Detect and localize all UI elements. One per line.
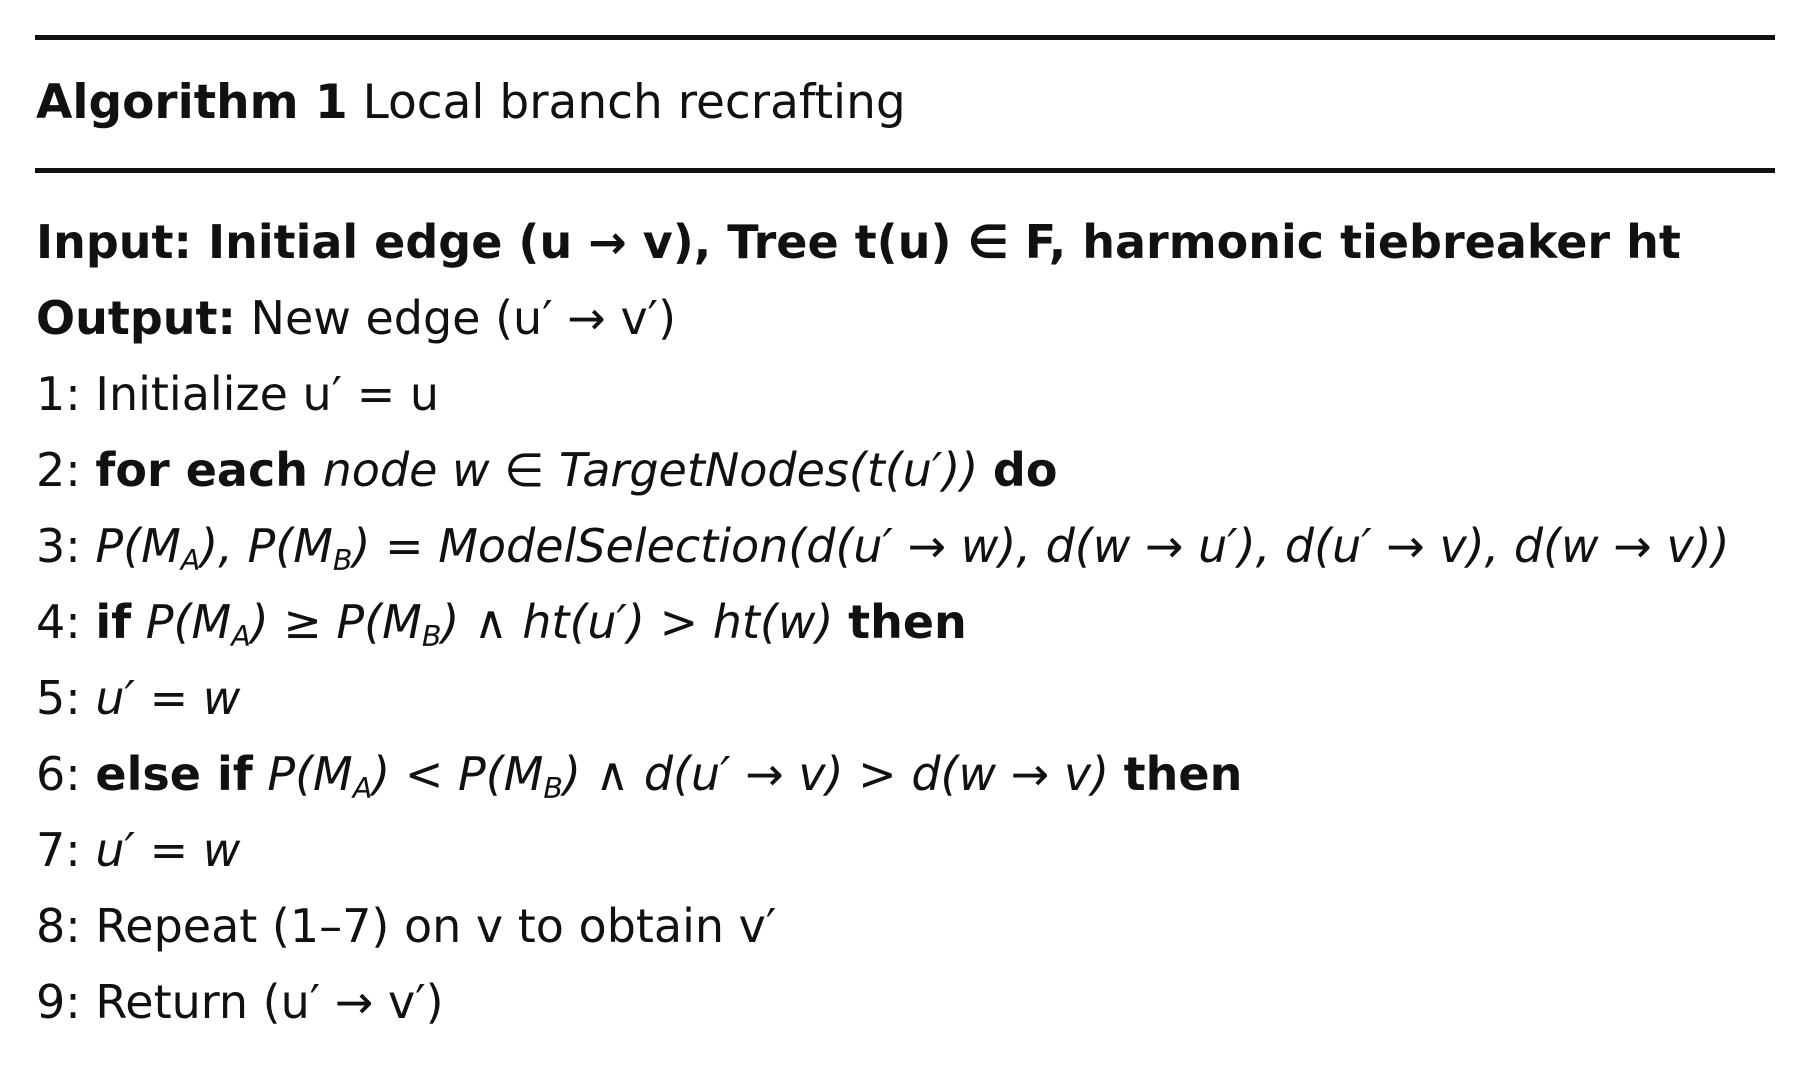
- keyword-then: then: [1123, 747, 1243, 801]
- step-6: 6: else if P(MA) < P(MB) ∧ d(u′ → v) > d…: [36, 746, 1242, 817]
- input-text: Initial edge (u → v), Tree t(u) ∈ F, har…: [207, 215, 1681, 269]
- algorithm-label: Algorithm 1: [36, 75, 348, 130]
- top-rule: [35, 35, 1775, 40]
- step-number: 9:: [36, 975, 81, 1029]
- step-1: 1: Initialize u′ = u: [36, 366, 439, 422]
- keyword-do: do: [992, 443, 1058, 497]
- step-number: 3:: [36, 519, 81, 573]
- step-text: node w ∈ TargetNodes(t(u′)): [322, 443, 979, 497]
- keyword-else-if: else if: [95, 747, 253, 801]
- step-text: Initialize u′ = u: [95, 367, 440, 421]
- step-number: 5:: [36, 671, 81, 725]
- step-number: 7:: [36, 823, 81, 877]
- step-4: 4: if P(MA) ≥ P(MB) ∧ ht(u′) > ht(w) the…: [36, 594, 967, 665]
- step-text: P(MA), P(MB) = ModelSelection(d(u′ → w),…: [95, 519, 1730, 577]
- output-label: Output:: [36, 291, 236, 345]
- step-3: 3: P(MA), P(MB) = ModelSelection(d(u′ → …: [36, 518, 1730, 589]
- step-number: 8:: [36, 899, 81, 953]
- keyword-then: then: [848, 595, 967, 649]
- algorithm-name: Local branch recrafting: [362, 75, 906, 130]
- step-2: 2: for each node w ∈ TargetNodes(t(u′)) …: [36, 442, 1057, 498]
- input-line: Input: Initial edge (u → v), Tree t(u) ∈…: [36, 214, 1681, 270]
- step-5: 5: u′ = w: [36, 670, 240, 726]
- step-text: Repeat (1–7) on v to obtain v′: [95, 899, 777, 953]
- step-number: 1:: [36, 367, 81, 421]
- keyword-if: if: [95, 595, 132, 649]
- step-text: u′ = w: [95, 671, 241, 725]
- step-8: 8: Repeat (1–7) on v to obtain v′: [36, 898, 776, 954]
- step-number: 2:: [36, 443, 81, 497]
- step-text: Return (u′ → v′): [95, 975, 444, 1029]
- step-number: 6:: [36, 747, 81, 801]
- algorithm-title: Algorithm 1 Local branch recrafting: [36, 73, 906, 133]
- step-7: 7: u′ = w: [36, 822, 240, 878]
- step-text: P(MA) < P(MB) ∧ d(u′ → v) > d(w → v): [267, 747, 1110, 805]
- output-line: Output: New edge (u′ → v′): [36, 290, 676, 346]
- step-text: u′ = w: [95, 823, 241, 877]
- step-number: 4:: [36, 595, 81, 649]
- output-text: New edge (u′ → v′): [250, 291, 677, 345]
- step-text: P(MA) ≥ P(MB) ∧ ht(u′) > ht(w): [145, 595, 834, 653]
- title-rule: [35, 168, 1775, 173]
- input-label: Input:: [36, 215, 192, 269]
- step-9: 9: Return (u′ → v′): [36, 974, 444, 1030]
- keyword-for-each: for each: [95, 443, 308, 497]
